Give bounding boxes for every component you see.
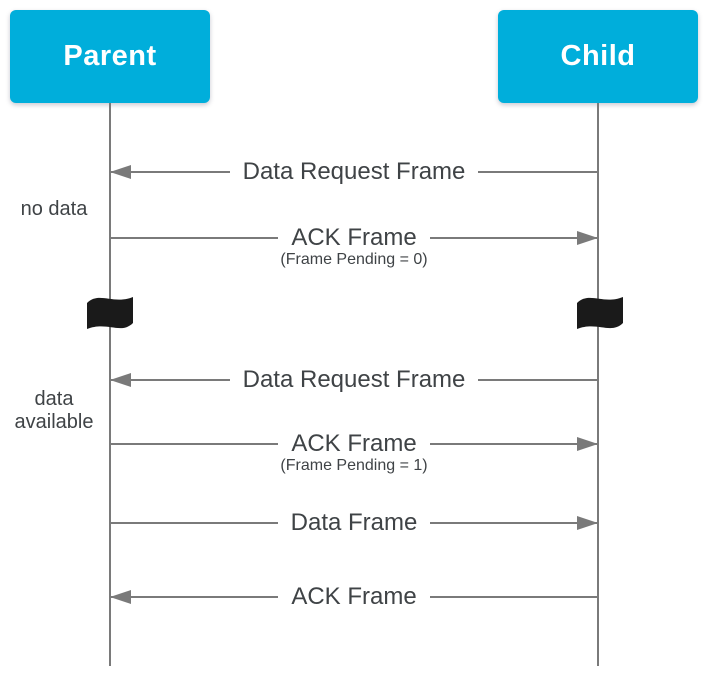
actor-child: Child — [498, 10, 698, 103]
message-line — [110, 379, 230, 381]
message-label: Data Request Frame — [242, 366, 466, 393]
message-label-wrap: ACK Frame (Frame Pending = 0) — [280, 224, 427, 268]
arrowhead-right-icon — [577, 437, 598, 451]
flag-icon — [87, 297, 133, 329]
message-line — [110, 596, 279, 598]
arrowhead-right-icon — [577, 516, 598, 530]
arrowhead-left-icon — [110, 165, 131, 179]
message-label-wrap: Data Request Frame — [243, 160, 466, 184]
message-line — [110, 171, 230, 173]
child-lifeline — [597, 103, 599, 666]
message-line — [478, 379, 599, 381]
message-line — [110, 237, 279, 239]
message-label: Data Request Frame — [242, 158, 466, 185]
note-no-data: no data — [20, 198, 88, 220]
message-sublabel: (Frame Pending = 1) — [280, 457, 428, 474]
message-label: ACK Frame — [291, 430, 417, 457]
message-line — [429, 443, 599, 445]
arrowhead-left-icon — [110, 590, 131, 604]
actor-parent-label: Parent — [63, 40, 157, 72]
message-label: ACK Frame — [291, 583, 417, 610]
message-label-wrap: Data Frame — [291, 511, 418, 535]
message-label-wrap: ACK Frame (Frame Pending = 1) — [280, 430, 427, 474]
message-label: ACK Frame — [291, 224, 417, 251]
note-data-available: data available — [14, 388, 94, 433]
arrowhead-left-icon — [110, 373, 131, 387]
actor-child-label: Child — [560, 40, 636, 72]
arrowhead-right-icon — [577, 231, 598, 245]
message-line — [110, 522, 278, 524]
message-line — [110, 443, 279, 445]
message-line — [429, 237, 599, 239]
message-sublabel: (Frame Pending = 0) — [280, 251, 428, 268]
message-label: Data Frame — [290, 509, 418, 536]
message-line — [430, 522, 599, 524]
flag-icon — [577, 297, 623, 329]
message-label-wrap: ACK Frame — [291, 585, 416, 609]
message-label-wrap: Data Request Frame — [243, 368, 466, 392]
actor-parent: Parent — [10, 10, 210, 103]
message-line — [429, 596, 599, 598]
message-line — [478, 171, 599, 173]
